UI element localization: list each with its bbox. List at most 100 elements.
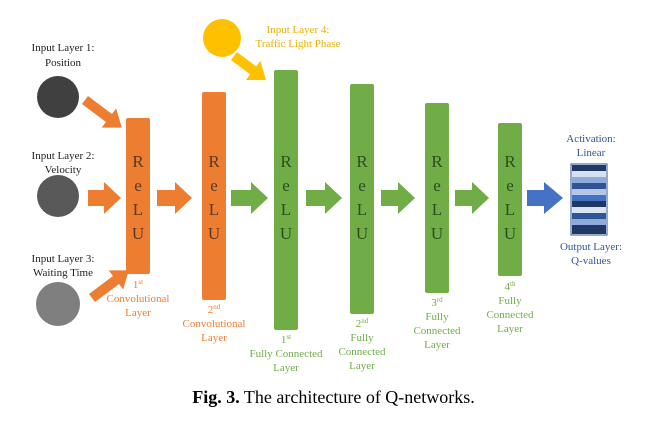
fc2-label-line3: Layer [349,360,375,372]
figure-caption: Fig. 3. The architecture of Q-networks. [0,387,667,408]
input-position-circle [37,76,79,118]
relu-letter: R [431,152,443,171]
layer-ordinal: st [138,278,143,286]
fc4-label-num: 4th [505,280,516,293]
input-velocity-label-2: Velocity [45,164,82,176]
relu-letter: R [280,152,292,171]
fc3-label-line2: Connected [413,325,461,337]
output-label-1: Output Layer: [560,241,622,253]
arrow-velocity [88,182,121,214]
arrow-conv2-fc1 [231,182,268,214]
conv1-relu-text: R e L U [132,152,144,243]
relu-letter: L [133,200,143,219]
output-label-2: Q-values [571,255,611,267]
input-velocity-label-1: Input Layer 2: [32,150,95,162]
fc3-bar [425,103,449,293]
fc1-label-line1: Fully Connected [249,348,323,360]
relu-letter: U [504,224,516,243]
q-network-diagram: Input Layer 1: Position Input Layer 2: V… [32,19,622,374]
conv1-label-line2: Layer [125,307,151,319]
relu-letter: U [431,224,443,243]
relu-letter: e [134,176,142,195]
fc2-label: 2nd Fully Connected Layer [338,317,386,372]
layer-ordinal: nd [361,317,369,325]
relu-letter: L [357,200,367,219]
activation-label-2: Linear [577,147,606,159]
relu-letter: L [505,200,515,219]
relu-letter: L [209,200,219,219]
fc1-bar [274,70,298,330]
fc1-label-num: 1st [281,333,291,346]
conv1-label-num: 1st [133,278,143,291]
relu-letter: e [282,176,290,195]
fc4-label-line3: Layer [497,323,523,335]
fc3-label-line1: Fully [425,311,449,323]
relu-letter: e [358,176,366,195]
relu-letter: e [433,176,441,195]
relu-letter: R [504,152,516,171]
layer-number: 2 [356,318,362,330]
relu-letter: e [506,176,514,195]
relu-letter: U [356,224,368,243]
conv2-label-line1: Convolutional [183,318,246,330]
relu-letter: U [208,224,220,243]
output-q-values-stack [570,163,608,236]
input-position-label-1: Input Layer 1: [32,42,95,54]
relu-letter: R [356,152,368,171]
arrow-fc1-fc2 [306,182,342,214]
conv2-label-num: 2nd [208,303,221,316]
arrow-conv1-conv2 [157,182,192,214]
fc2-label-num: 2nd [356,317,369,330]
input-velocity-circle [37,175,79,217]
arrow-fc2-fc3 [381,182,415,214]
input-phase-label-1: Input Layer 4: [267,24,330,36]
layer-ordinal: nd [213,303,221,311]
relu-letter: R [132,152,144,171]
figure-number: Fig. 3. [192,387,240,407]
input-phase-label-2: Traffic Light Phase [256,38,341,50]
relu-letter: U [132,224,144,243]
fc4-relu-text: R e L U [504,152,516,243]
fc4-bar [498,123,522,276]
conv2-label-line2: Layer [201,332,227,344]
layer-number: 4 [505,281,511,293]
input-phase-circle [203,19,241,57]
layer-number: 3 [431,297,437,309]
relu-letter: L [281,200,291,219]
input-position-label-2: Position [45,57,82,69]
fc1-label-line2: Layer [273,362,299,374]
fc4-label: 4th Fully Connected Layer [486,280,534,335]
layer-number: 1 [133,279,139,291]
fc2-label-line2: Connected [338,346,386,358]
arrow-position [81,96,122,128]
arrow-fc3-fc4 [455,182,489,214]
relu-letter: R [208,152,220,171]
input-waiting-label-2: Waiting Time [33,267,93,279]
fc1-relu-text: R e L U [280,152,292,243]
fc1-label: 1st Fully Connected Layer [249,333,323,374]
fc3-relu-text: R e L U [431,152,443,243]
activation-label-1: Activation: [566,133,616,145]
relu-letter: U [280,224,292,243]
conv2-label: 2nd Convolutional Layer [183,303,246,344]
arrow-phase [230,52,266,81]
fc4-label-line2: Connected [486,309,534,321]
fc2-bar [350,84,374,314]
conv2-bar [202,92,226,300]
layer-ordinal: rd [437,296,443,304]
fc2-relu-text: R e L U [356,152,368,243]
fc3-label: 3rd Fully Connected Layer [413,296,461,351]
relu-letter: e [210,176,218,195]
figure-caption-text: The architecture of Q-networks. [243,387,475,407]
input-waiting-label-1: Input Layer 3: [32,253,95,265]
fc4-label-line1: Fully [498,295,522,307]
layer-ordinal: th [510,280,516,288]
conv1-label-line1: Convolutional [107,293,170,305]
fc3-label-line3: Layer [424,339,450,351]
layer-ordinal: st [286,333,291,341]
conv1-label: 1st Convolutional Layer [107,278,170,319]
relu-letter: L [432,200,442,219]
arrow-fc4-output [527,182,563,214]
input-waiting-circle [36,282,80,326]
conv2-relu-text: R e L U [208,152,220,243]
